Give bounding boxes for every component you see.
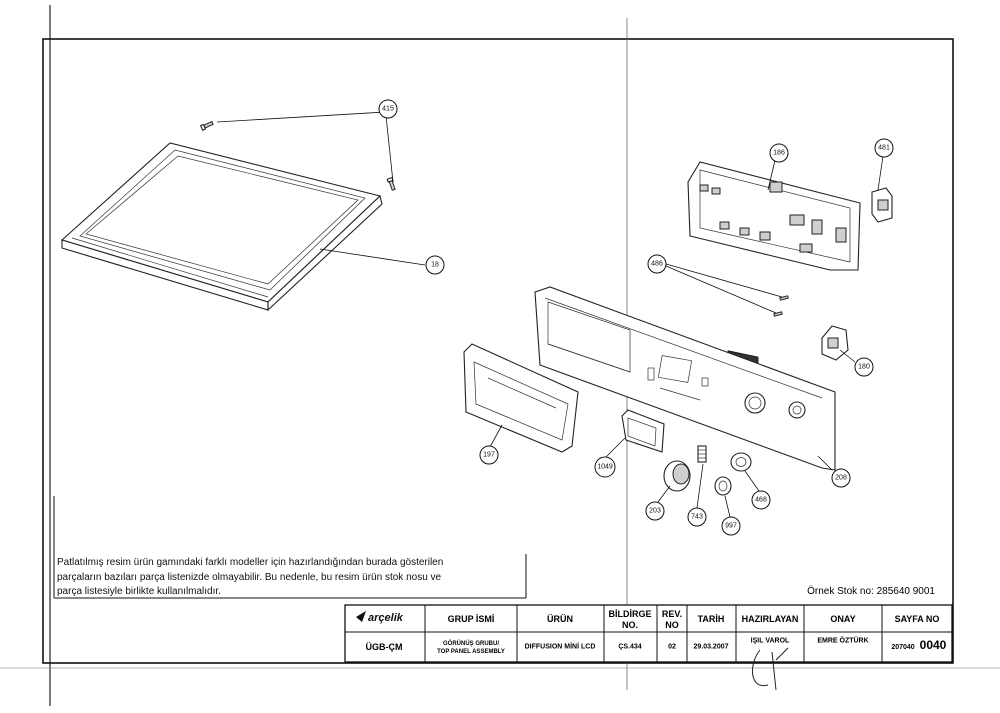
disclaimer-note: Patlatılmış resim ürün gamındaki farklı … xyxy=(53,496,527,599)
brand-name: arçelik xyxy=(368,612,404,624)
callout-743: 743 xyxy=(687,507,707,527)
signature-mark xyxy=(752,647,789,691)
header-bildirge-1: BİLDİRGE xyxy=(608,609,651,619)
header-bildirge-2: NO. xyxy=(622,620,638,630)
callout-997: 997 xyxy=(721,516,741,536)
value-group-2: TOP PANEL ASSEMBLY xyxy=(437,649,505,655)
header-rev-2: NO xyxy=(665,620,679,630)
value-approval: EMRE ÖZTÜRK xyxy=(817,636,868,645)
callout-1049: 1049 xyxy=(594,456,616,478)
part-screws-486 xyxy=(773,295,789,317)
callout-468: 468 xyxy=(751,490,771,510)
value-rev: 02 xyxy=(668,644,676,651)
header-approval: ONAY xyxy=(830,614,855,624)
part-clip-743 xyxy=(697,445,707,463)
svg-text:18: 18 xyxy=(431,262,439,269)
svg-text:468: 468 xyxy=(755,497,767,504)
header-group: GRUP İSMİ xyxy=(448,614,495,624)
header-product: ÜRÜN xyxy=(547,614,573,624)
callout-180: 180 xyxy=(854,357,874,377)
svg-text:203: 203 xyxy=(649,508,661,515)
leader-lines xyxy=(216,111,884,518)
callout-18: 18 xyxy=(425,255,445,275)
value-group-1: GÖRÜNÜŞ GRUBU/ xyxy=(443,640,499,647)
value-product: DIFFUSION MİNİ LCD xyxy=(525,643,596,651)
part-control-panel xyxy=(534,286,836,471)
value-prepared: IŞIL VAROL xyxy=(751,638,790,645)
svg-text:1049: 1049 xyxy=(597,464,613,471)
callout-415: 415 xyxy=(378,99,398,119)
svg-text:486: 486 xyxy=(651,261,663,268)
callout-197: 197 xyxy=(479,445,499,465)
svg-text:415: 415 xyxy=(382,106,394,113)
part-display-frame xyxy=(621,409,665,453)
callout-203: 203 xyxy=(645,501,665,521)
part-detergent-drawer xyxy=(463,343,579,453)
note-line-2: parçaların bazıları parça listenizde olm… xyxy=(57,572,442,583)
svg-text:197: 197 xyxy=(483,452,495,459)
svg-text:208: 208 xyxy=(835,475,847,482)
part-ring-997 xyxy=(714,476,732,496)
note-line-3: parça listesiyle birlikte kullanılmalıdı… xyxy=(57,586,221,597)
stock-example: Örnek Stok no: 285640 9001 xyxy=(807,585,935,597)
callout-486: 486 xyxy=(647,254,667,274)
svg-text:481: 481 xyxy=(878,145,890,152)
value-date: 29.03.2007 xyxy=(693,644,728,651)
callout-208: 208 xyxy=(831,468,851,488)
note-line-1: Patlatılmış resim ürün gamındaki farklı … xyxy=(57,557,443,568)
part-connector-180 xyxy=(821,325,849,361)
svg-text:997: 997 xyxy=(725,523,737,530)
callout-481: 481 xyxy=(874,138,894,158)
header-page: SAYFA NO xyxy=(895,614,940,624)
part-top-cover xyxy=(60,142,383,312)
value-dept: ÜGB-ÇM xyxy=(366,642,403,652)
header-rev-1: REV. xyxy=(662,609,682,619)
part-knob xyxy=(663,460,691,492)
value-bildirge: ÇS.434 xyxy=(618,644,641,651)
value-page-number: 0040 xyxy=(920,638,947,652)
sheet-frame xyxy=(0,5,1000,706)
value-page-prefix: 207040 xyxy=(891,644,914,651)
callout-186: 186 xyxy=(769,143,789,163)
part-switch-481 xyxy=(871,187,893,223)
part-button-ring-468 xyxy=(730,452,752,472)
header-prepared: HAZIRLAYAN xyxy=(742,614,799,624)
svg-text:743: 743 xyxy=(691,514,703,521)
arcelik-logo: arçelik xyxy=(356,611,404,624)
header-date: TARİH xyxy=(698,614,725,624)
title-block: arçelik GRUP İSMİ ÜRÜN BİLDİRGE NO. REV.… xyxy=(344,604,953,691)
svg-text:180: 180 xyxy=(858,364,870,371)
svg-text:186: 186 xyxy=(773,150,785,157)
